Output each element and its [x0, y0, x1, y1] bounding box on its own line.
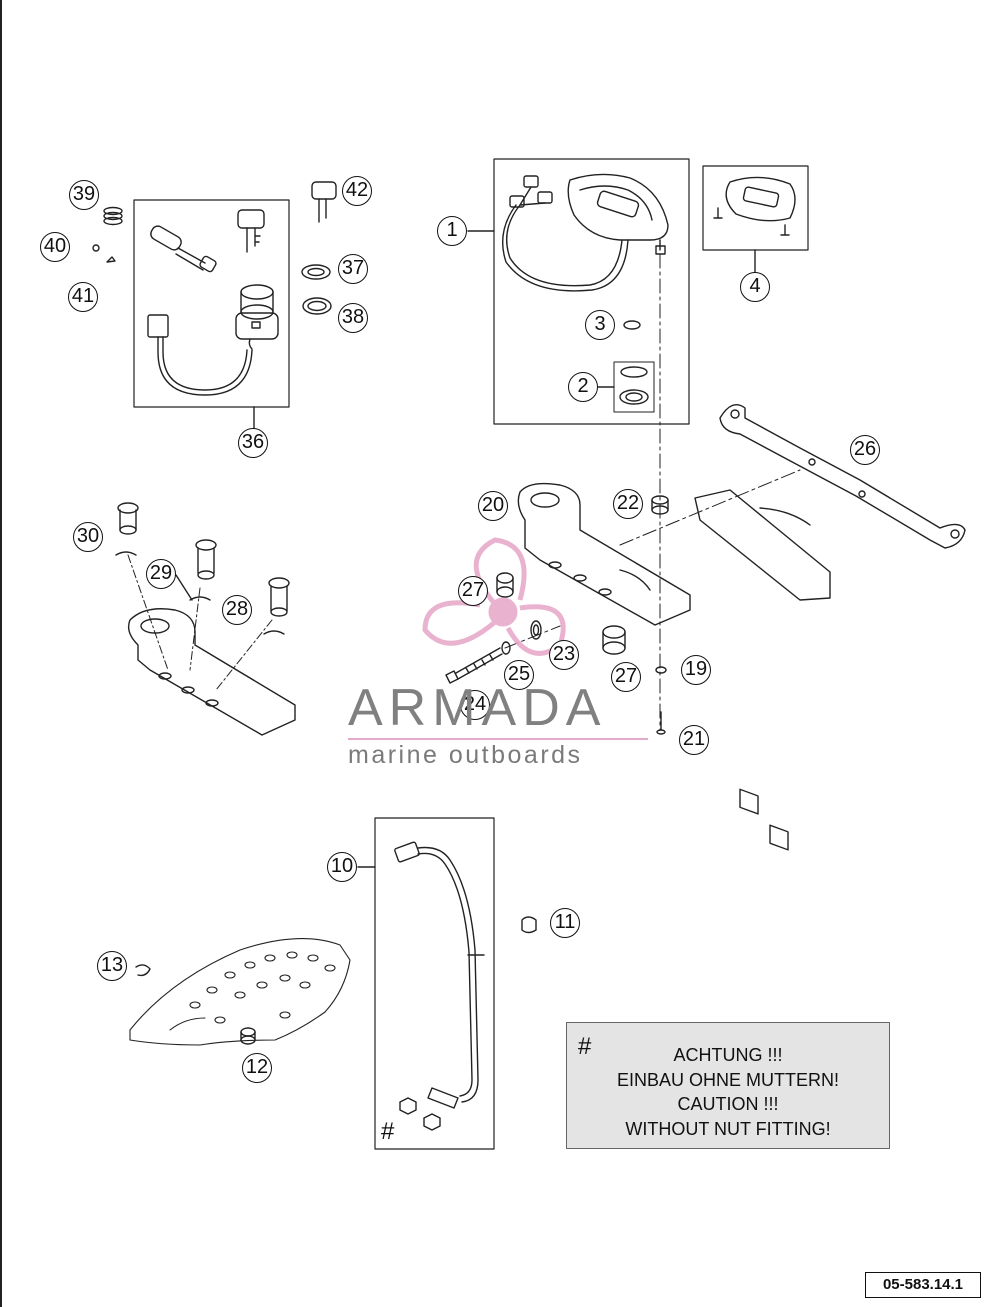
callout-22[interactable]: 22	[613, 489, 643, 519]
callout-29[interactable]: 29	[146, 559, 176, 589]
note-line-3: CAUTION !!!	[677, 1094, 779, 1114]
brake-disc	[129, 938, 351, 1046]
note-line-1: ACHTUNG !!!	[673, 1045, 783, 1065]
screw-24	[445, 647, 503, 684]
watermark-rule	[348, 738, 648, 740]
cover-kit-box	[702, 165, 809, 251]
callout-38[interactable]: 38	[338, 303, 368, 333]
callout-41[interactable]: 41	[68, 282, 98, 312]
callout-42[interactable]: 42	[342, 176, 372, 206]
speed-sensor-box	[374, 817, 495, 1150]
washer-19	[655, 666, 667, 674]
page-left-border	[0, 0, 2, 1307]
spare-key-42	[311, 181, 337, 223]
callout-36[interactable]: 36	[238, 428, 268, 458]
washer-38	[302, 297, 332, 315]
spacer-25	[501, 641, 511, 655]
callout-10[interactable]: 10	[327, 852, 357, 882]
leader-29	[175, 574, 193, 601]
speedometer-unit	[567, 173, 669, 255]
callout-13[interactable]: 13	[97, 951, 127, 981]
spring-washer-23	[530, 620, 542, 640]
watermark-propeller	[422, 537, 566, 656]
cap-3	[623, 320, 641, 330]
callout-23[interactable]: 23	[549, 640, 579, 670]
holder-plate	[694, 489, 831, 851]
speed-sensor-cable	[394, 841, 485, 1109]
pin-41	[106, 256, 116, 263]
ring-kit-2	[619, 366, 649, 405]
callout-1[interactable]: 1	[437, 216, 467, 246]
pin-30	[115, 502, 139, 556]
watermark-tagline: marine outboards	[348, 741, 583, 769]
callout-19[interactable]: 19	[681, 655, 711, 685]
bushing-27-lower	[602, 625, 626, 655]
callout-39[interactable]: 39	[69, 180, 99, 210]
armada-watermark: ARMADA marine outboards	[348, 680, 658, 770]
callout-37[interactable]: 37	[338, 254, 368, 284]
callout-4[interactable]: 4	[740, 272, 770, 302]
callout-26[interactable]: 26	[850, 435, 880, 465]
pins-28-29-30	[127, 554, 273, 691]
watermark-name: ARMADA	[348, 679, 607, 737]
callout-24[interactable]: 24	[460, 690, 490, 720]
alignment-line-3	[504, 625, 561, 649]
ball-40	[92, 244, 100, 252]
note-line-2: EINBAU OHNE MUTTERN!	[616, 1069, 839, 1090]
callout-25[interactable]: 25	[504, 660, 534, 690]
screw-21	[656, 711, 666, 735]
callout-21[interactable]: 21	[679, 725, 709, 755]
switch-cable	[147, 314, 253, 396]
callout-27-lower[interactable]: 27	[611, 662, 641, 692]
grommet-22	[651, 495, 669, 515]
pin-28	[263, 577, 290, 635]
callout-3[interactable]: 3	[585, 310, 615, 340]
headlight-bracket-26	[719, 404, 966, 549]
nut-37	[301, 264, 331, 280]
hash-marker: #	[381, 1118, 395, 1145]
ignition-switch	[235, 284, 279, 350]
pin-29	[189, 539, 217, 601]
speedometer-cover	[713, 176, 796, 236]
nut-12	[240, 1027, 256, 1045]
callout-20[interactable]: 20	[478, 491, 508, 521]
callout-27-upper[interactable]: 27	[458, 576, 488, 606]
document-code: 05-583.14.1	[865, 1272, 981, 1298]
alignment-line-2	[619, 469, 801, 546]
callout-2[interactable]: 2	[568, 372, 598, 402]
callout-12[interactable]: 12	[242, 1053, 272, 1083]
note-hash-marker: #	[578, 1033, 592, 1060]
callout-30[interactable]: 30	[73, 522, 103, 552]
clip-13	[135, 964, 151, 977]
caution-note: # ACHTUNG !!! EINBAU OHNE MUTTERN! CAUTI…	[566, 1022, 890, 1149]
lock-barrel	[150, 225, 217, 273]
callout-28[interactable]: 28	[222, 595, 252, 625]
callout-40[interactable]: 40	[40, 232, 70, 262]
bushing-27-upper	[496, 572, 514, 598]
ignition-lock-kit-box	[133, 199, 290, 408]
triple-clamp-bracket-20	[517, 482, 691, 626]
note-line-4: WITHOUT NUT FITTING!	[625, 1118, 831, 1139]
callout-11[interactable]: 11	[550, 908, 580, 938]
clip-11	[521, 916, 537, 934]
note-text: ACHTUNG !!! EINBAU OHNE MUTTERN! CAUTION…	[567, 1043, 889, 1141]
sensor-nuts	[399, 1097, 441, 1131]
speedometer-kit-box	[493, 158, 690, 425]
speedometer-wiring	[502, 175, 629, 292]
spring-39	[103, 206, 123, 226]
kit-key	[237, 209, 265, 253]
